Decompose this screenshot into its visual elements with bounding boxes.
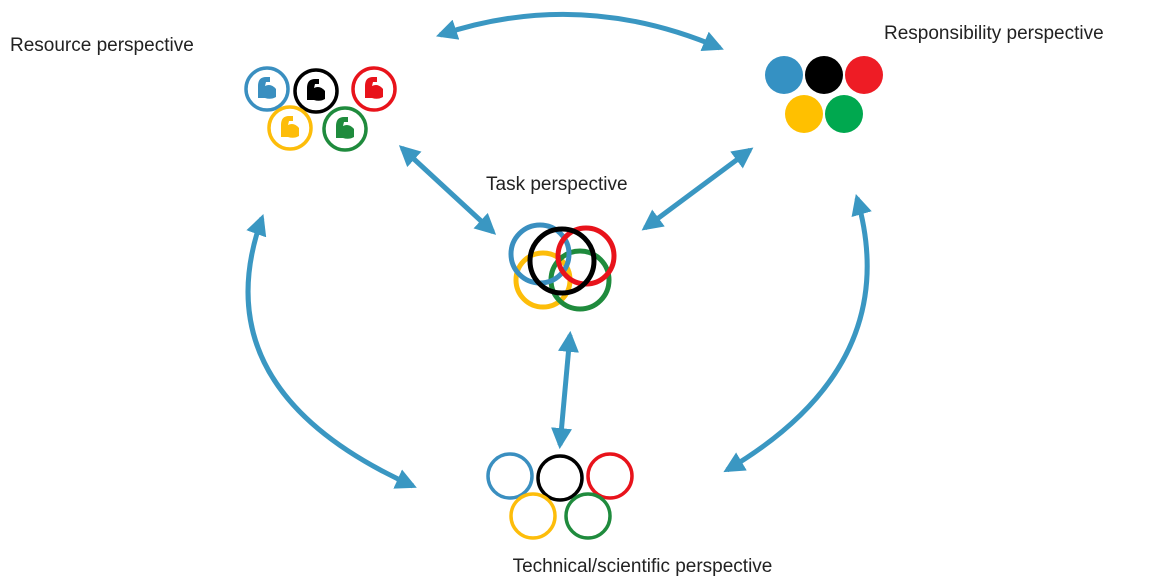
ring-yellow [267,105,313,151]
technical-scientific-perspective-label: Technical/scientific perspective [512,556,773,577]
ring-green [322,106,368,152]
arrow-resource-technical [245,214,417,489]
overlapping-olympic-rings-icon [508,222,617,312]
ring-yellow [509,492,557,540]
task-perspective-label: Task perspective [486,174,628,195]
dot-red [845,56,883,94]
arrows [245,11,872,489]
arrow-responsibility-task [641,147,754,231]
arrow-resource-responsibility [436,11,724,52]
dot-yellow [785,95,823,133]
arrow-responsibility-technical [723,193,872,473]
muscle-icon [365,77,383,99]
ring-blue [486,452,534,500]
muscle-icon [307,79,325,101]
dot-blue [765,56,803,94]
muscle-icon [258,77,276,99]
ring-red [586,452,634,500]
ring-green [564,492,612,540]
resource-perspective-label: Resource perspective [10,35,194,56]
ring-black [536,454,584,502]
responsibility-perspective-label: Responsibility perspective [884,23,1104,44]
muscle-icon [281,116,299,138]
arrow-task-technical [551,330,579,450]
ring-black [293,68,339,114]
olympic-rings-icon [486,452,634,540]
ring-red [351,66,397,112]
ring-black [527,226,597,296]
dot-black [805,56,843,94]
muscle-icon [336,117,354,139]
flexed-biceps-rings-icon [244,66,397,152]
arrow-resource-task [398,145,497,235]
ring-blue [244,66,290,112]
dot-green [825,95,863,133]
filled-olympic-dots-icon [765,56,883,133]
